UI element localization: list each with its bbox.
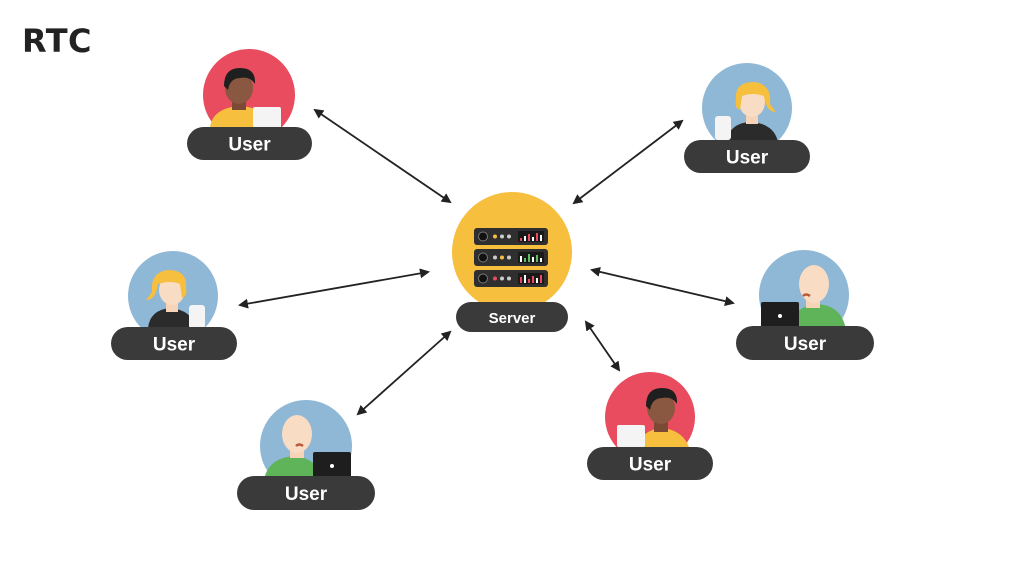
phone-icon — [715, 116, 731, 140]
server-node: Server — [452, 192, 572, 332]
user-node-mid-right: User — [736, 250, 874, 360]
user-pill — [684, 140, 810, 173]
user-node-top-left: User — [187, 49, 312, 160]
user-pill — [736, 326, 874, 360]
laptop-icon — [761, 302, 799, 330]
person-dark-skin-icon — [636, 388, 690, 450]
user-node-bottom-left: User — [237, 400, 375, 510]
user-label: User — [629, 455, 672, 476]
connection-bottom-right — [584, 320, 621, 372]
user-pill — [187, 127, 312, 160]
user-node-top-right: User — [684, 63, 810, 173]
user-label: User — [228, 135, 271, 156]
laptop-icon — [313, 452, 351, 480]
user-pill — [587, 447, 713, 480]
user-label: User — [153, 335, 196, 356]
user-label: User — [784, 334, 827, 355]
person-blonde-icon — [146, 270, 196, 328]
server-pill — [456, 302, 568, 332]
tablet-icon — [253, 107, 281, 129]
user-node-mid-left: User — [111, 251, 237, 360]
page-title: RTC — [22, 22, 93, 60]
user-node-bottom-right: User — [587, 372, 713, 480]
phone-icon — [189, 305, 205, 329]
person-bald-icon — [788, 265, 846, 330]
connection-bottom-left — [356, 330, 452, 416]
user-pill — [237, 476, 375, 510]
user-label: User — [726, 148, 769, 169]
connection-mid-right — [590, 266, 735, 307]
user-pill — [111, 327, 237, 360]
user-label: User — [285, 484, 328, 505]
person-bald-icon — [264, 415, 322, 480]
tablet-icon — [617, 425, 645, 447]
connection-mid-left — [238, 268, 430, 309]
server-rack-icon — [474, 228, 548, 287]
connection-top-right — [572, 119, 684, 205]
connection-top-left — [313, 108, 452, 204]
person-blonde-icon — [726, 82, 778, 142]
connections — [238, 108, 735, 416]
server-label: Server — [489, 310, 536, 327]
